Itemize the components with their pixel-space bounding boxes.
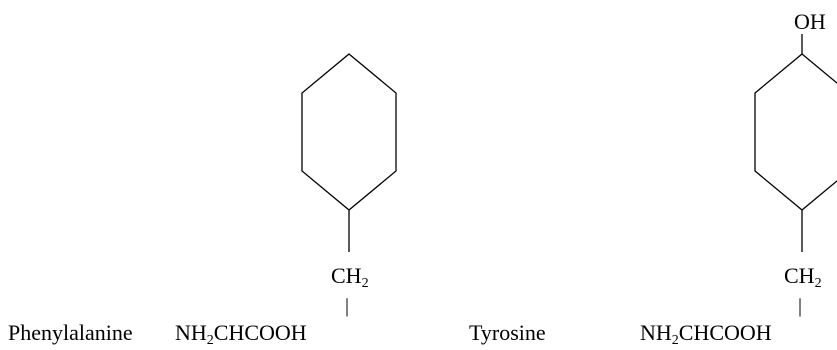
phenylalanine-ch-subscript: 2 [362,276,369,291]
phenylalanine-chcooh-text: CHCOOH [214,320,307,345]
phenylalanine-vertical-bond: | [345,295,349,317]
tyrosine-name: Tyrosine [469,320,546,345]
tyrosine-structure: OH CH2 | Tyrosine NH2CHCOOH [469,9,837,348]
tyrosine-nh-text: NH [640,320,672,345]
phenylalanine-nh-text: NH [175,320,207,345]
phenylalanine-name: Phenylalanine [8,320,133,345]
phenylalanine-ch-text: CH [331,263,362,288]
phenylalanine-benzene-ring [301,53,397,211]
tyrosine-ch-text: CH [784,263,815,288]
tyrosine-vertical-bond: | [798,295,802,317]
tyrosine-chcooh-text: CHCOOH [679,320,772,345]
tyrosine-backbone-label: NH2CHCOOH [640,320,772,348]
phenylalanine-nh-subscript: 2 [207,333,214,348]
phenylalanine-backbone-label: NH2CHCOOH [175,320,307,348]
phenylalanine-side-chain-label: CH2 [331,263,369,291]
tyrosine-oh-label: OH [794,9,826,34]
tyrosine-nh-subscript: 2 [672,333,679,348]
tyrosine-benzene-ring [754,53,837,211]
tyrosine-ch-subscript: 2 [815,276,822,291]
tyrosine-side-chain-label: CH2 [784,263,822,291]
phenylalanine-structure: CH2 | Phenylalanine NH2CHCOOH [8,53,397,348]
